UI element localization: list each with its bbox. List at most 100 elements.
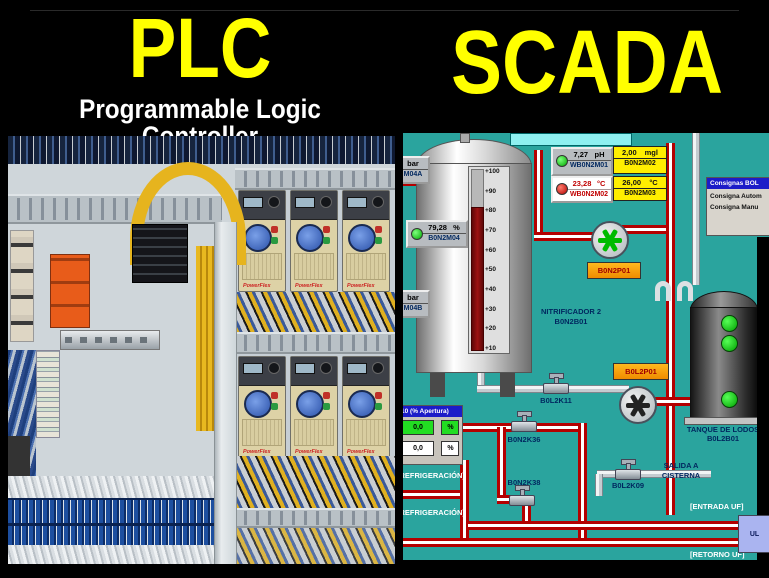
drive-vents [242,253,282,280]
drive-stop-button [323,226,330,233]
level-unit: % [453,223,460,232]
drive-run-button [375,403,382,410]
drive-dial [348,390,376,418]
apertura-row[interactable]: 0,0 % [403,417,462,438]
pipe [403,423,587,432]
ph-indicator[interactable]: 7,27 pH WB0N2M01 [551,147,613,176]
drive-knob [372,362,384,374]
yellow-cable-drop [196,246,214,431]
apertura-panel: 10 (% Apertura) 0,0 % 0,0 % [403,405,463,465]
pressure-indicator[interactable]: bar M04B [403,290,430,318]
pipe-gooseneck [655,281,671,301]
sludge-tank-name: TANQUE DE LODOS [686,425,760,434]
drive-display [243,363,263,374]
cable-duct [235,168,395,190]
valve-icon[interactable] [615,459,641,480]
pump2-label[interactable]: B0L2P01 [613,363,669,380]
scale-tick: +50 [485,266,497,274]
vfd-drive: PowerFlex [290,356,338,458]
drive-brand-label: PowerFlex [295,283,323,289]
oxygen-indicator[interactable]: 2,00 mgl B0N2M02 [613,146,667,174]
wiring-bundle [235,292,395,332]
apertura-row[interactable]: 0,0 % [403,438,462,459]
tank-level-gauge[interactable]: +100 +90 +80 +70 +60 +50 +40 +30 +20 +10 [468,166,510,354]
pressure-tag: M04B [403,305,423,312]
scale-tick: +20 [485,325,497,333]
drive-knob [268,362,280,374]
oxygen-tag: B0N2M02 [624,160,656,167]
drive-dial [244,224,272,252]
apertura-value[interactable]: 0,0 [403,441,434,456]
pressure-indicator[interactable]: bar M04A [403,156,430,184]
status-dot-icon [721,335,738,352]
drive-knob [320,362,332,374]
pipe [460,460,469,542]
pipe [497,427,506,499]
ph-value: 7,27 [573,150,589,159]
valve-icon[interactable] [509,485,535,506]
duct-slots [235,511,395,525]
consignas-item-manual[interactable]: Consigna Manu [710,204,759,211]
temp-setpoint-indicator[interactable]: 26,00 °C B0N2M03 [613,176,667,201]
vfd-drive: PowerFlex [238,356,286,458]
pipe [651,397,693,406]
oxygen-value: 2,00 [622,148,637,157]
pressure-tag: M04A [403,171,423,178]
pipe [534,232,594,241]
pressure-unit: bar [407,293,419,302]
nitrifier-tag: B0N2B01 [554,317,588,326]
scale-tick: +10 [485,344,497,352]
din-rail-slots [65,337,155,343]
drive-vents [294,253,334,280]
entrada-uf-label: [ENTRADA UF] [690,502,744,511]
ph-tag: WB0N2M01 [569,162,609,169]
drive-stop-button [271,226,278,233]
white-wire-row [8,476,214,498]
wiring-bundle [235,456,395,508]
valve-icon[interactable] [511,411,537,432]
valve-icon[interactable] [543,373,569,394]
drive-knob [320,196,332,208]
drive-dial [348,224,376,252]
pump1-label[interactable]: B0N2P01 [587,262,641,279]
plc-title: PLC [128,1,272,95]
level-tag: B0N2M04 [428,235,460,242]
scale-tick: +60 [485,246,497,254]
scada-title: SCADA [450,13,723,113]
pump-b0n2p01[interactable] [591,221,629,259]
drive-run-button [323,403,330,410]
drive-dial [244,390,272,418]
pipe-gooseneck [677,281,693,301]
temp-indicator[interactable]: 23,28 °C WB0N2M02 [551,176,613,203]
status-led-icon [556,183,568,195]
ultrafiltracion-box[interactable]: UL [738,515,769,553]
consignas-panel: Consignas BOL Consigna Autom Consigna Ma… [706,177,769,236]
salida-label: CISTERNA [661,471,701,480]
white-wire-row [8,545,214,564]
drive-vents [294,419,334,446]
valve-tag: B0N2K38 [507,478,541,487]
ph-unit: pH [594,150,605,159]
terminal-strip-vertical [36,350,60,438]
tank-leg [430,371,445,397]
drive-display [243,197,263,208]
drive-vents [346,419,386,446]
pipe-gray [692,133,700,285]
pipe-gray [595,474,603,496]
scale-tick: +100 [485,168,500,175]
vfd-drive: PowerFlex [290,190,338,292]
vfd-drive: PowerFlex [342,190,390,292]
status-dot-icon [721,315,738,332]
pump-b0l2p01[interactable] [619,386,657,424]
level-indicator[interactable]: 79,28 % B0N2M04 [406,220,468,248]
consignas-item-auto[interactable]: Consigna Autom [710,193,762,200]
apertura-value[interactable]: 0,0 [403,420,434,435]
top-banner [510,133,632,146]
terminal-row-blue [8,498,214,525]
gauge-scale: +100 +90 +80 +70 +60 +50 +40 +30 +20 +10 [485,168,500,352]
drive-knob [372,196,384,208]
sludge-tank-base [684,417,764,425]
temp-sp-unit: °C [649,178,658,187]
scale-tick: +80 [485,207,497,215]
